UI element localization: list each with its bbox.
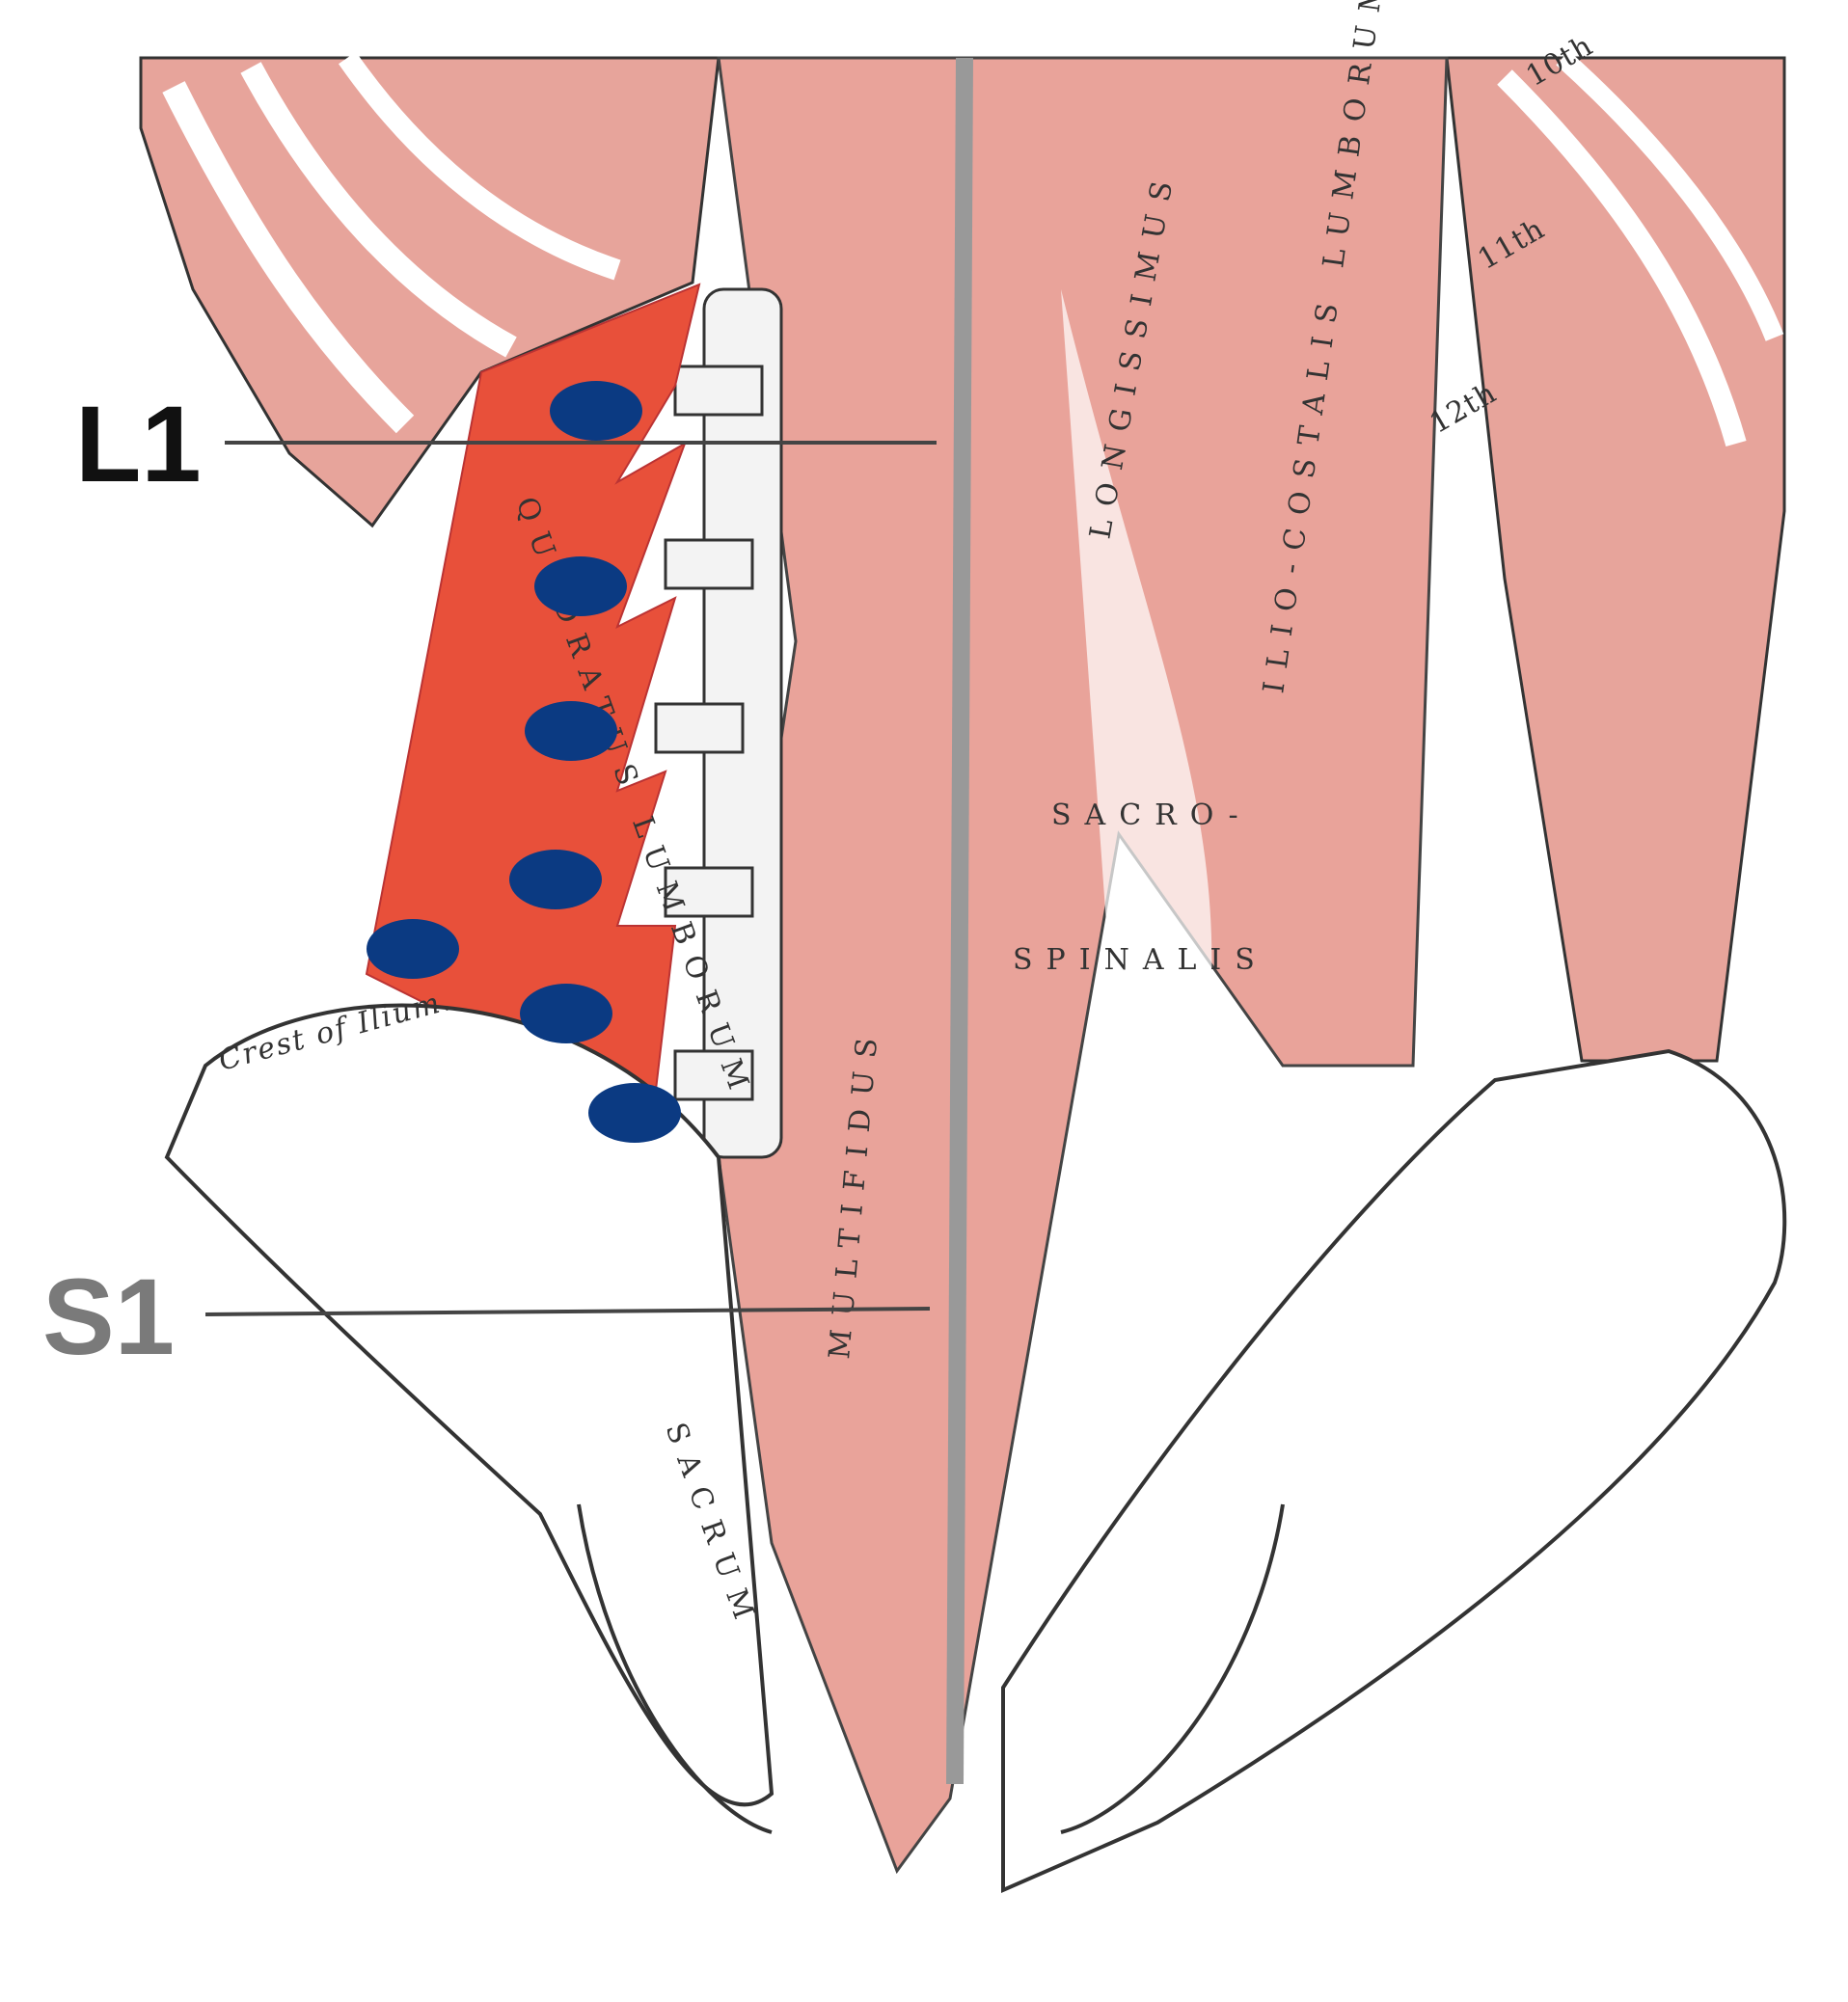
marker-dot: [550, 381, 642, 441]
vertebrae: [654, 287, 783, 1159]
level-label-l1: L1: [75, 384, 202, 504]
marker-dot: [534, 556, 627, 616]
marker-dot: [588, 1083, 681, 1143]
pelvis: [164, 1003, 1787, 1894]
marker-dot: [509, 850, 602, 909]
s1-level-line: [204, 1307, 931, 1316]
markers: [367, 381, 681, 1143]
spinous-processes: [946, 57, 973, 1785]
marker-dot: [520, 984, 612, 1043]
left-ribs: [139, 51, 720, 528]
marker-dot: [525, 701, 617, 761]
marker-dot: [367, 919, 459, 979]
right-ribs: [1445, 50, 1786, 1063]
label-sacro: SACRO-: [1051, 798, 1252, 832]
label-spinalis: SPINALIS: [1013, 943, 1268, 977]
level-label-s1: S1: [42, 1257, 175, 1377]
